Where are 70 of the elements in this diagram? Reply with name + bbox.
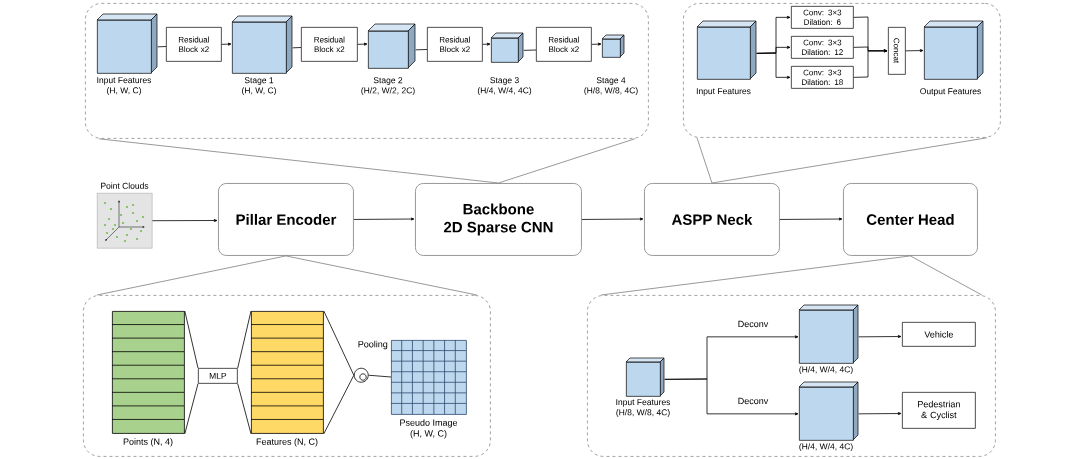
zoom-line: [285, 255, 478, 296]
arrow: [591, 42, 602, 46]
dashed-panel: [683, 3, 1001, 138]
cube-caption: Input Features (H/8, W/8, 4C): [616, 399, 671, 417]
cube-caption: Stage 2 (H/2, W/2, 2C): [361, 77, 415, 96]
cube-caption: (H/4, W/4, 4C): [799, 443, 853, 452]
process-box: Conv: 3×3 Dilation: 6: [791, 6, 854, 29]
cube-caption: Stage 1 (H, W, C): [242, 77, 276, 96]
cube-caption: Input Features (H, W, C): [97, 77, 152, 95]
connector-line: [523, 49, 537, 51]
stack-caption: Points (N, 4): [123, 438, 173, 447]
cube-caption: (H/4, W/4, 4C): [799, 366, 853, 375]
edge-label: Deconv: [736, 319, 770, 329]
arrow: [853, 49, 888, 78]
dashed-panel: [587, 295, 996, 457]
process-box: Conv: 3×3 Dilation: 18: [791, 66, 854, 89]
zoom-line: [98, 138, 499, 184]
arrow: [353, 217, 415, 221]
fan-line: [323, 310, 355, 376]
connector-line: [292, 47, 302, 49]
module-box: ASPP Neck: [644, 183, 780, 256]
edge-label: Deconv: [736, 396, 770, 406]
connector-line: [415, 49, 428, 51]
arrow: [482, 42, 491, 46]
stack-caption: Features (N, C): [256, 438, 318, 447]
arrow: [664, 378, 799, 416]
zoom-line: [711, 137, 988, 184]
process-box: Pedestrian & Cyclist: [902, 392, 976, 429]
zoom-line: [910, 255, 983, 296]
input-label: Point Clouds: [101, 182, 149, 189]
fan-line: [237, 310, 252, 369]
pooling-circle: [353, 367, 369, 383]
process-box: Vehicle: [902, 322, 976, 347]
cube-caption: Input Features: [696, 88, 751, 96]
arrow: [858, 335, 902, 338]
cube-caption: Stage 4 (H/8, W/8, 4C): [584, 77, 638, 96]
process-box: MLP: [198, 368, 238, 384]
process-box: Conv: 3×3 Dilation: 12: [791, 36, 854, 59]
operation-label: Pooling: [358, 340, 388, 350]
module-box: Center Head: [843, 183, 978, 256]
zoom-line: [696, 137, 713, 184]
connector-line: [368, 374, 392, 378]
process-box: Residual Block x2: [427, 27, 483, 62]
zoom-line: [600, 255, 911, 296]
arrow: [858, 412, 902, 415]
process-box: Residual Block x2: [166, 27, 222, 62]
fan-line: [237, 383, 252, 435]
arrow: [152, 219, 218, 222]
concat-box: Concat: [888, 27, 906, 75]
module-box: Backbone 2D Sparse CNN: [415, 183, 582, 256]
grid-caption: Pseudo Image (H, W, C): [400, 419, 458, 439]
zoom-line: [498, 138, 636, 184]
zoom-line: [96, 255, 287, 296]
connector-line: [157, 46, 167, 48]
process-box: Residual Block x2: [301, 27, 358, 62]
arrow: [221, 42, 232, 46]
arrow: [756, 52, 791, 79]
arrow: [905, 49, 924, 53]
dashed-panel: [83, 295, 491, 457]
cube-caption: Stage 3 (H/4, W/4, 4C): [477, 77, 532, 96]
fan-line: [323, 374, 355, 435]
module-box: Pillar Encoder: [218, 183, 354, 256]
arrow: [779, 217, 843, 221]
fan-line: [184, 383, 199, 435]
arrow: [581, 217, 644, 221]
process-box: Residual Block x2: [536, 27, 592, 62]
dashed-panel: [85, 3, 649, 139]
fan-line: [184, 310, 199, 369]
arrow: [357, 42, 368, 46]
cube-caption: Output Features: [920, 88, 981, 96]
